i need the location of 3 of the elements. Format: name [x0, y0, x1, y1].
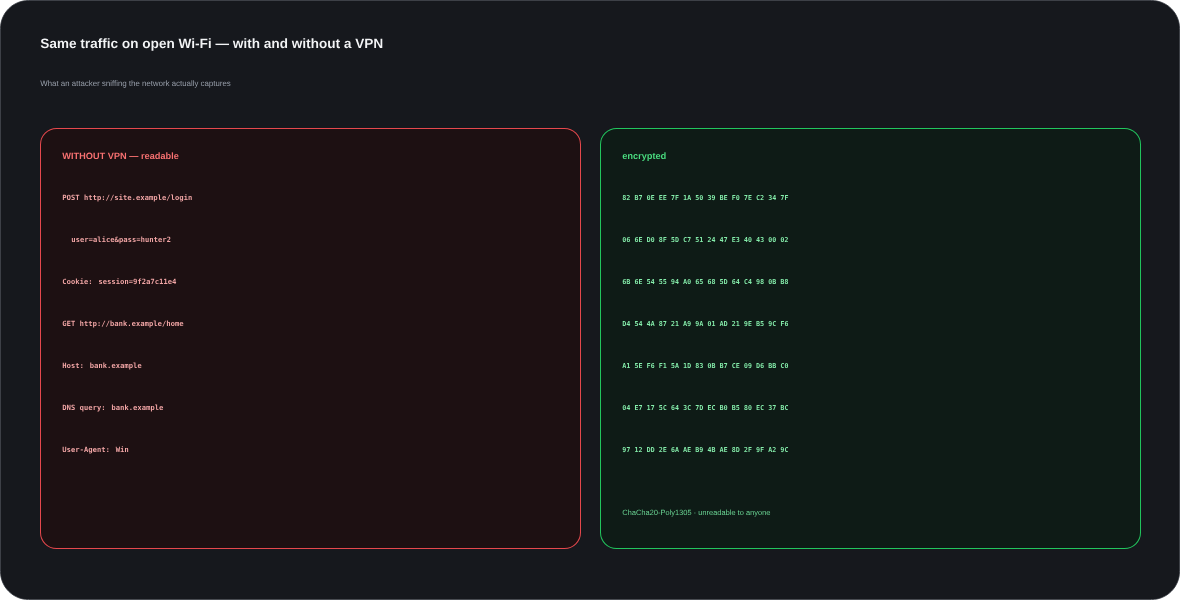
title: Same traffic on open Wi-Fi — with and without a VPN — [40, 38, 383, 51]
panel-heading: WITHOUT VPN — readable — [62, 152, 179, 160]
panel-heading: encrypted — [622, 152, 666, 161]
